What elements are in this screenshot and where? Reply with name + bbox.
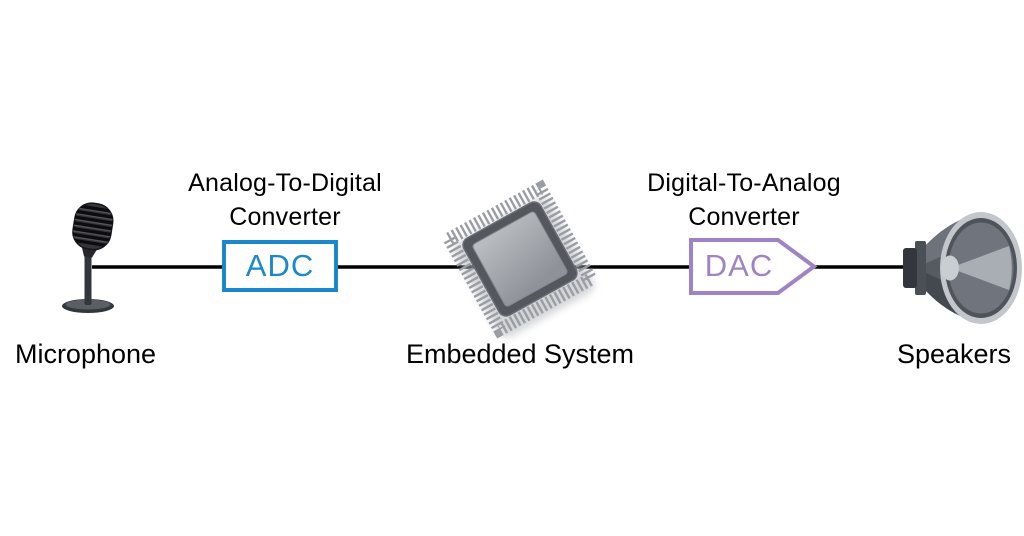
mic-head	[71, 202, 115, 258]
embedded-system-caption: Embedded System	[405, 339, 635, 369]
speakers-caption: Speakers	[896, 339, 1012, 369]
speaker-magnet	[903, 248, 917, 288]
dac-title-line1: Digital-To-Analog	[647, 169, 841, 197]
microphone-caption: Microphone	[14, 339, 157, 369]
chip-icon	[440, 179, 600, 339]
speaker-throat	[941, 255, 959, 281]
adc-title-line1: Analog-To-Digital	[188, 169, 382, 197]
dac-abbr: DAC	[704, 248, 774, 283]
speaker-flange	[915, 241, 926, 295]
adc-box: ADC	[222, 240, 338, 292]
mic-stand	[84, 252, 92, 305]
chip-pins	[440, 179, 600, 339]
microphone-icon	[62, 202, 115, 313]
adc-title-line2: Converter	[229, 203, 341, 231]
dac-title: Digital-To-Analog Converter	[624, 166, 864, 234]
dac-title-line2: Converter	[688, 203, 800, 231]
chip-body-edge	[462, 201, 578, 317]
adc-abbr: ADC	[245, 248, 315, 283]
mic-head-ribs	[71, 204, 115, 248]
speaker-cone-highlight	[950, 246, 1012, 290]
adc-title: Analog-To-Digital Converter	[165, 166, 405, 234]
dac-arrow-shape	[689, 238, 818, 295]
speaker-icon	[903, 212, 1022, 324]
chip-top-plate	[472, 211, 568, 307]
